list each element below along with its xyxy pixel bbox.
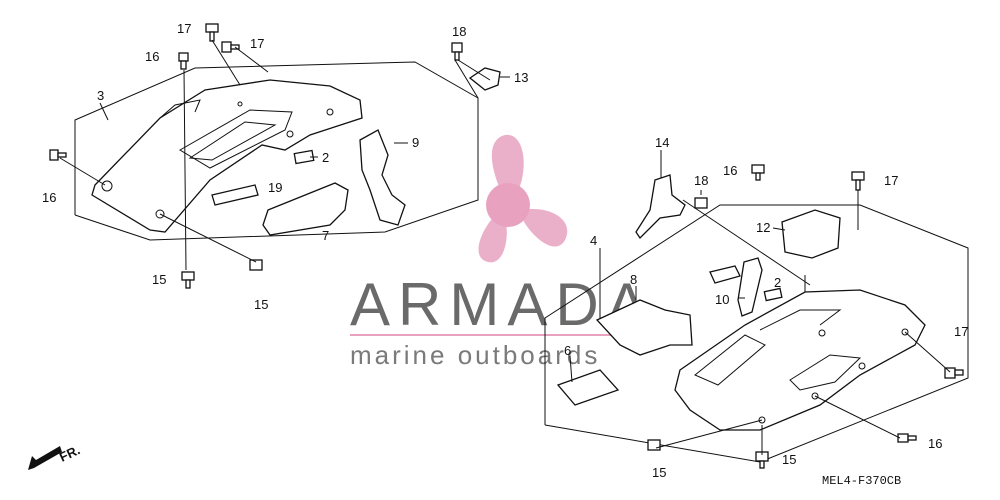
bolts-right xyxy=(647,164,964,469)
part-6-pad xyxy=(556,369,620,406)
part-2-clip-left xyxy=(293,149,315,165)
callout-16: 16 xyxy=(723,163,737,178)
leader-lines-left xyxy=(59,39,510,271)
callout-14: 14 xyxy=(655,135,669,150)
callout-8: 8 xyxy=(630,272,637,287)
callout-15: 15 xyxy=(652,465,666,480)
part-10-pad-b xyxy=(737,257,763,317)
part-10-pad-a xyxy=(709,265,741,284)
callout-12: 12 xyxy=(756,220,770,235)
callout-17: 17 xyxy=(250,36,264,51)
callout-7: 7 xyxy=(322,228,329,243)
callout-15: 15 xyxy=(254,297,268,312)
callout-15: 15 xyxy=(152,272,166,287)
callout-17: 17 xyxy=(954,324,968,339)
watermark-tagline: marine outboards xyxy=(350,340,600,370)
callout-16: 16 xyxy=(145,49,159,64)
propeller-icon xyxy=(478,134,568,263)
part-9-bracket xyxy=(359,129,406,226)
callout-18: 18 xyxy=(452,24,466,39)
diagram-code: MEL4-F370CB xyxy=(822,474,901,488)
callout-19: 19 xyxy=(268,180,282,195)
callout-2: 2 xyxy=(774,275,781,290)
leader-lines-right xyxy=(569,150,951,455)
front-direction-arrow-icon xyxy=(28,446,62,470)
callout-17: 17 xyxy=(884,173,898,188)
part-14-bracket xyxy=(635,174,686,240)
part-7-cover xyxy=(262,182,349,236)
callout-13: 13 xyxy=(514,70,528,85)
part-19-pad xyxy=(211,184,259,206)
callout-6: 6 xyxy=(564,343,571,358)
part-2-clip-right xyxy=(763,287,783,302)
part-8-panel xyxy=(595,299,693,356)
part-3-shroud xyxy=(91,79,363,233)
callout-numbers: 17 17 16 3 16 2 19 7 9 18 13 15 15 14 18… xyxy=(42,21,968,480)
part-4-lower-cover xyxy=(674,289,926,431)
callout-17: 17 xyxy=(177,21,191,36)
bolts-left xyxy=(49,23,463,289)
right-assembly-frame xyxy=(544,204,969,463)
callout-16: 16 xyxy=(42,190,56,205)
direction-label: FR. xyxy=(57,442,82,464)
part-12-cover xyxy=(781,209,841,259)
watermark-brand: ARMADA xyxy=(350,271,655,338)
callout-4: 4 xyxy=(590,233,597,248)
part-13-fitting xyxy=(468,67,501,91)
callout-9: 9 xyxy=(412,135,419,150)
callout-16: 16 xyxy=(928,436,942,451)
callout-10: 10 xyxy=(715,292,729,307)
callout-18: 18 xyxy=(694,173,708,188)
callout-15: 15 xyxy=(782,452,796,467)
callout-3: 3 xyxy=(97,88,104,103)
callout-2: 2 xyxy=(322,150,329,165)
